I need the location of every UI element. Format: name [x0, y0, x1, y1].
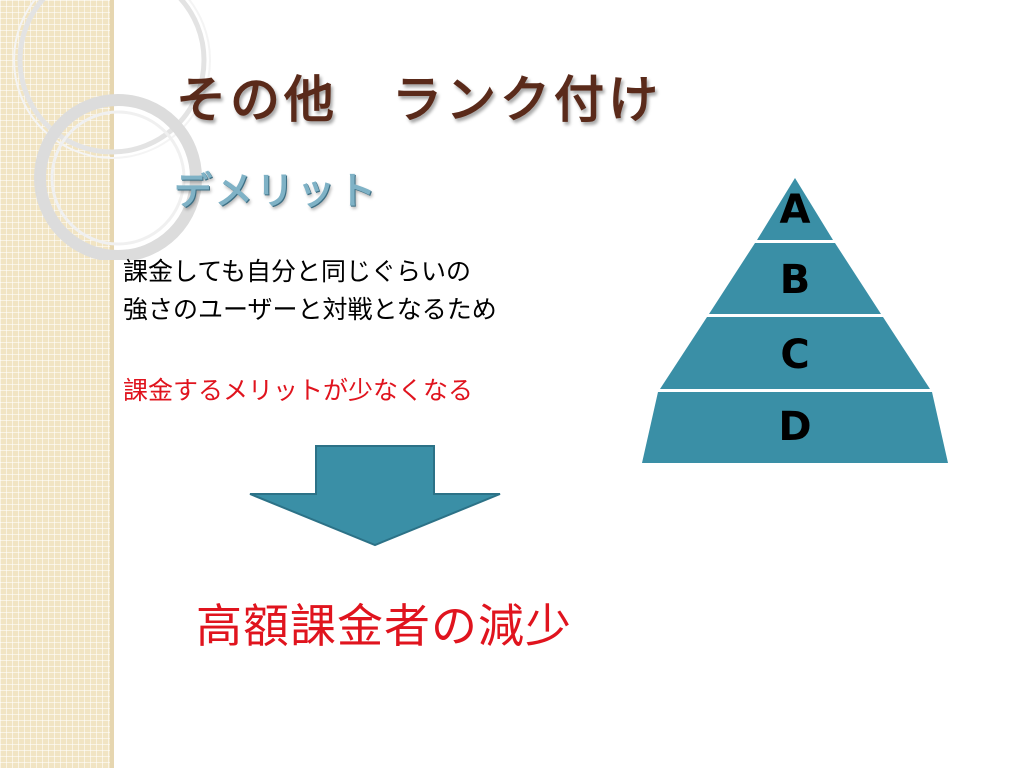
slide-title: その他 ランク付け	[176, 71, 662, 129]
pyramid-label-b: B	[780, 257, 811, 303]
slide-subtitle: デメリット	[174, 169, 380, 213]
body-text-line-1: 課金しても自分と同じぐらいの	[123, 257, 472, 286]
body-text-line-2: 強さのユーザーと対戦となるため	[123, 295, 497, 324]
pyramid-label-d: D	[778, 404, 811, 450]
pyramid-tier-a	[757, 178, 833, 240]
pyramid-tier-d	[642, 392, 948, 463]
conclusion-text: 高額課金者の減少	[196, 599, 572, 653]
pyramid-label-c: C	[780, 332, 809, 378]
down-arrow-icon	[249, 445, 501, 547]
rank-pyramid: A B C D	[642, 178, 948, 463]
sidebar-edge	[110, 0, 114, 768]
decorative-rings	[13, 0, 211, 260]
highlight-text: 課金するメリットが少なくなる	[123, 376, 474, 405]
pyramid-tier-c	[660, 317, 930, 389]
pyramid-tier-b	[709, 243, 881, 314]
pyramid-label-a: A	[780, 187, 811, 233]
